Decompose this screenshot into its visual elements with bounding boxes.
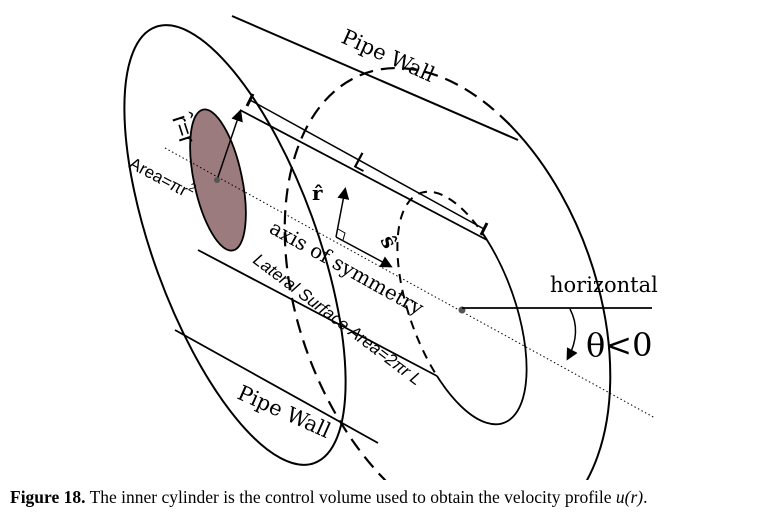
pipe-near-ellipse: [123, 24, 347, 466]
pipe-wall-top-label: Pipe Wall: [338, 25, 439, 87]
s-hat-vector: [335, 236, 393, 268]
pipe-control-volume-diagram: Pipe Wall Pipe Wall r̂=r Area=πr2 L r̂ ŝ…: [123, 15, 658, 480]
axis-near-center-dot: [214, 177, 220, 183]
right-angle-mark: [337, 228, 346, 241]
pipe-bottom-line: [174, 329, 379, 444]
inner-far-ellipse-back: [436, 239, 528, 426]
horizontal-label: horizontal: [550, 273, 658, 297]
caption-text-before: The inner cylinder is the control volume…: [85, 487, 616, 507]
area-label: Area=πr2: [126, 150, 199, 203]
area-label-base: Area=πr: [126, 154, 191, 201]
angle-arc: [566, 308, 578, 361]
pipe-far-ellipse-front: [283, 66, 511, 480]
length-tick-start: [245, 93, 255, 107]
r-hat-vector: [335, 187, 350, 238]
pipe-far-ellipse-back: [385, 124, 612, 480]
angle-label: θ<0: [586, 326, 652, 364]
caption-math: u(r): [615, 487, 644, 507]
figure-caption: Figure 18. The inner cylinder is the con…: [10, 487, 770, 508]
caption-text-after: .: [643, 487, 648, 507]
pipe-top-line: [231, 15, 519, 141]
length-dimension-line: [249, 99, 485, 230]
inner-bottom-line: [197, 249, 438, 377]
length-label: L: [349, 147, 373, 177]
r-hat-label: r̂: [312, 181, 323, 205]
axis-of-symmetry-line: [164, 147, 656, 419]
caption-label: Figure 18.: [10, 487, 86, 507]
radius-arrow: [216, 109, 243, 181]
axis-of-symmetry-label: axis of symmetry: [266, 215, 429, 320]
inner-far-ellipse-front: [396, 190, 488, 377]
inner-top-line: [239, 109, 488, 241]
length-tick-end: [479, 222, 489, 236]
